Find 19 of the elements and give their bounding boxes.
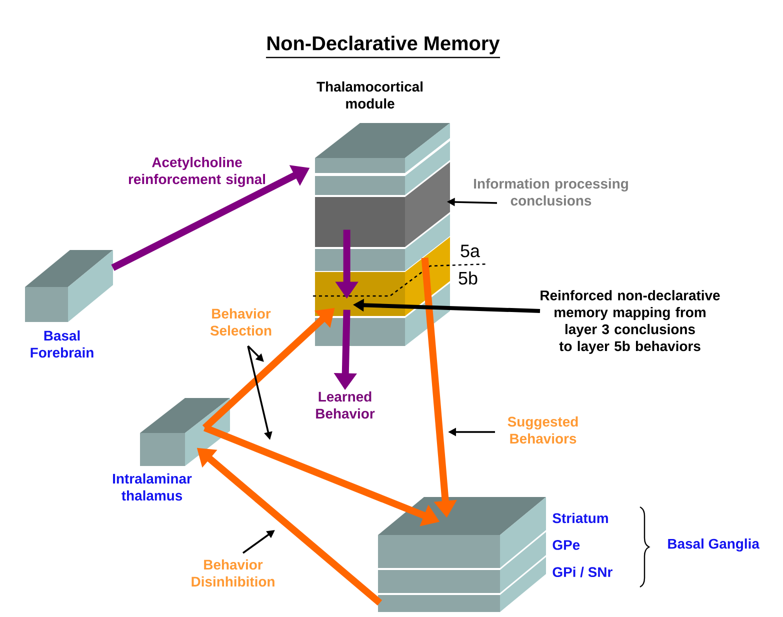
annotation-text: Reinforced non-declarative memory mapping from layer 3 conclusions to layer 5b behaviors bbox=[540, 290, 720, 354]
layer-label: Striatum bbox=[552, 512, 608, 524]
region-label: Basal Forebrain bbox=[30, 330, 94, 358]
layer-label: 5a bbox=[460, 244, 480, 258]
layer-block bbox=[315, 162, 450, 247]
edge-label: Acetylcholine reinforcement signal bbox=[128, 157, 265, 187]
layer-label: GPe bbox=[552, 540, 580, 550]
annotation-text: Behavior Disinhibition bbox=[192, 559, 274, 587]
annotation-text: Information processing conclusions bbox=[474, 178, 628, 206]
region-label: Intralaminar thalamus bbox=[113, 473, 192, 501]
title: Non-Declarative Memory bbox=[266, 36, 500, 58]
group-label: Basal Ganglia bbox=[668, 538, 760, 552]
layer-label: GPi / SNr bbox=[552, 566, 612, 578]
output-label: Learned Behavior bbox=[316, 391, 375, 419]
layer-block bbox=[315, 237, 450, 316]
annotation-text: Suggested Behaviors bbox=[508, 416, 578, 444]
column-title: Thalamocortical module bbox=[316, 81, 422, 109]
annotation-text: Behavior Selection bbox=[210, 308, 272, 336]
layer-label: 5b bbox=[458, 271, 478, 285]
